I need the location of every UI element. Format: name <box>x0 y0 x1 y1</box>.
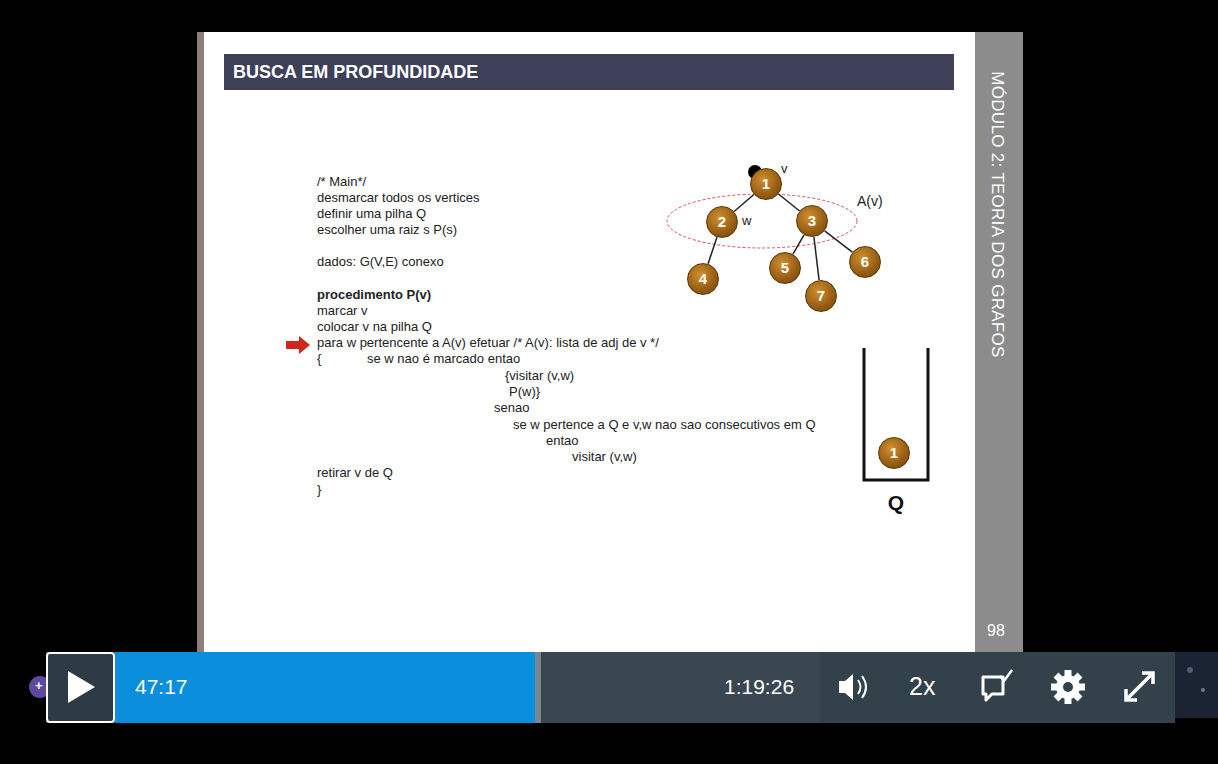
adjacency-ellipse <box>667 194 857 248</box>
player-bar <box>46 652 1175 723</box>
code-line: /* Main*/ <box>317 174 366 190</box>
thumbnail-detail <box>1187 667 1193 673</box>
vertex-circle: 2 <box>706 206 738 238</box>
code-line: se w nao é marcado entao <box>367 351 520 367</box>
vertex-number: 6 <box>861 254 869 270</box>
progress-buffer <box>535 652 541 723</box>
thumbnail-detail <box>1201 688 1205 692</box>
code-line: procedimento P(v) <box>317 287 431 303</box>
progress-track <box>541 652 820 723</box>
speed-label: 2x <box>909 671 935 702</box>
code-line: P(w)} <box>509 384 540 400</box>
slide-sidebar <box>975 32 1023 652</box>
tree-edge <box>793 235 804 254</box>
vertex-number: 4 <box>699 271 707 287</box>
vertex-number: 1 <box>890 445 898 461</box>
vertex-circle: 6 <box>849 246 881 278</box>
stack-name: Q <box>888 491 904 515</box>
tree-edge <box>778 194 799 211</box>
code-line: senao <box>494 400 529 416</box>
fullscreen-icon <box>1126 673 1153 700</box>
progress-played <box>115 652 535 723</box>
tree-edge <box>708 237 717 264</box>
vertex-circle: 5 <box>769 252 801 284</box>
slide <box>197 32 1023 652</box>
code-line: escolher uma raiz s P(s) <box>317 222 457 238</box>
settings-icon <box>1051 670 1085 704</box>
vertex-number: 5 <box>781 260 789 276</box>
vertex-number: 2 <box>718 214 726 230</box>
vertex-circle: 1 <box>878 437 910 469</box>
add-icon: + <box>35 678 43 694</box>
code-line: {visitar (v,w) <box>505 368 574 384</box>
play-icon <box>68 671 95 703</box>
total-time: 1:19:26 <box>724 674 794 700</box>
page-number: 98 <box>987 621 1005 641</box>
elapsed-time: 47:17 <box>135 674 188 700</box>
vertex-circle: 7 <box>805 280 837 312</box>
vertex-number: 7 <box>817 288 825 304</box>
stack-walls <box>864 348 928 480</box>
vertex-tag: w <box>742 213 751 229</box>
code-line: colocar v na pilha Q <box>317 319 432 335</box>
vertex-number: 3 <box>808 213 816 229</box>
tree-edge <box>825 231 853 252</box>
pointer-arrow <box>286 336 310 354</box>
captions-icon <box>983 677 1003 700</box>
code-line: desmarcar todos os vertices <box>317 190 480 206</box>
vertex-circle: 3 <box>796 205 828 237</box>
tree-edge <box>734 194 754 211</box>
vertex-circle: 4 <box>687 263 719 295</box>
slide-title: BUSCA EM PROFUNDIDADE <box>233 54 478 90</box>
code-line: visitar (v,w) <box>572 449 637 465</box>
title-bar <box>224 54 954 90</box>
code-line: { <box>317 351 321 367</box>
code-line: marcar v <box>317 303 368 319</box>
play-button <box>47 653 114 722</box>
code-line: para w pertencente a A(v) efetuar /* A(v… <box>317 335 659 351</box>
captions-check <box>1000 670 1012 681</box>
stack-box: Q1 <box>858 345 934 517</box>
volume-icon <box>839 674 853 700</box>
code-line: dados: G(V,E) conexo <box>317 254 444 270</box>
vertex-number: 1 <box>762 176 770 192</box>
volume-waves <box>858 676 866 698</box>
tree-edge <box>814 237 819 280</box>
vertex-circle: 1 <box>750 168 782 200</box>
code-line: retirar v de Q <box>317 465 393 481</box>
module-heading: MÓDULO 2: TEORIA DOS GRAFOS <box>987 67 1008 363</box>
thumbnail <box>1175 652 1218 718</box>
code-line: definir uma pilha Q <box>317 206 426 222</box>
code-line: entao <box>546 433 579 449</box>
code-line: } <box>317 482 321 498</box>
vertex-tag: v <box>781 161 788 177</box>
set-name: A(v) <box>857 192 883 210</box>
slide-edge <box>197 32 204 652</box>
code-line: se w pertence a Q e v,w nao sao consecut… <box>513 417 816 433</box>
